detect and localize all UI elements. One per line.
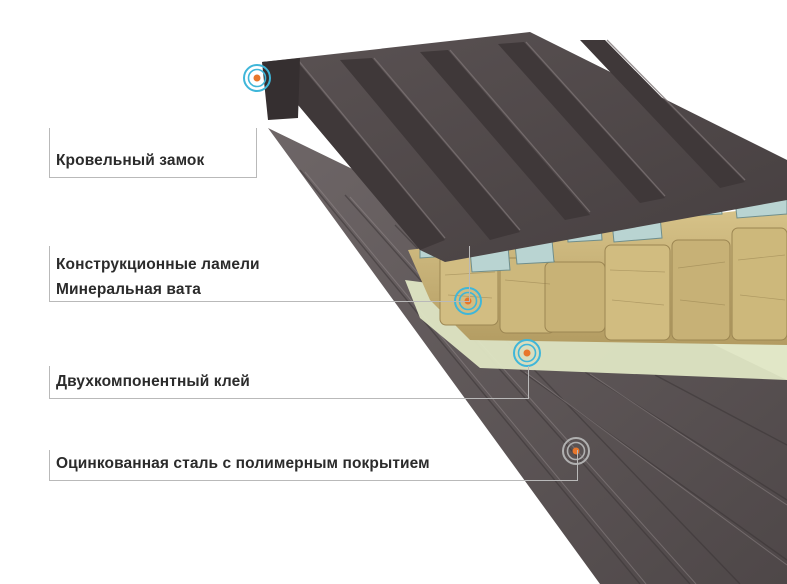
target-marker-icon [562, 437, 590, 465]
top-steel-sheet [262, 32, 787, 262]
label-mineral-wool: Минеральная вата [56, 281, 201, 298]
leader-line-steel [49, 450, 578, 481]
label-roof-lock: Кровельный замок [56, 152, 205, 169]
label-adhesive: Двухкомпонентный клей [56, 373, 250, 390]
target-marker-icon [513, 339, 541, 367]
target-marker-icon [243, 64, 271, 92]
leader-line-adhesive [49, 366, 529, 399]
leader-line-mineral-wool [49, 246, 470, 302]
label-galvanized-steel: Оцинкованная сталь с полимерным покрытие… [56, 455, 430, 472]
label-structural-lamellae: Конструкционные ламели [56, 256, 260, 273]
leader-line-roof-lock [49, 128, 257, 178]
